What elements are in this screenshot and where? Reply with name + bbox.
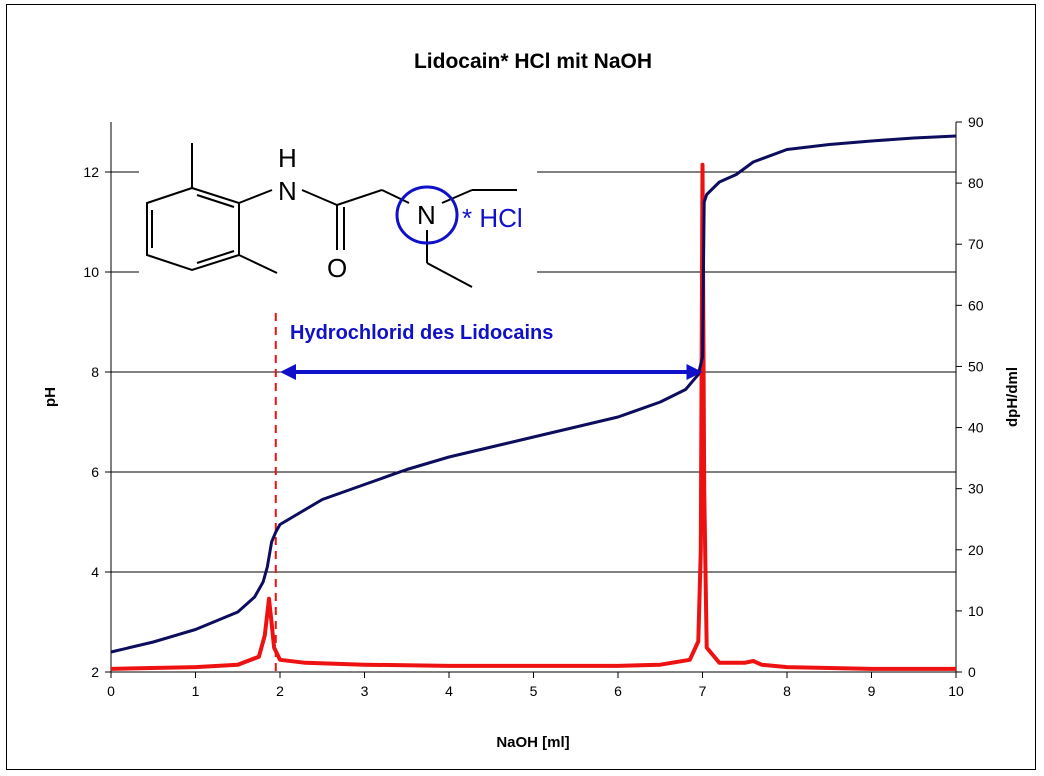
chart-title: Lidocain* HCl mit NaOH xyxy=(414,50,652,73)
x-tick-label-7: 7 xyxy=(699,683,707,699)
nh-n-label: N xyxy=(278,176,297,206)
y-tick-label-12: 12 xyxy=(83,164,99,180)
y2-tick-label-60: 60 xyxy=(968,297,984,313)
arrow-head-right xyxy=(686,364,703,380)
ch2-n-bond xyxy=(381,189,410,204)
arrow-head-left xyxy=(280,364,296,380)
methyl-bottom xyxy=(238,254,278,274)
x-tick-label-6: 6 xyxy=(614,683,622,699)
y2-tick-label-10: 10 xyxy=(968,603,984,619)
y-tick-label-8: 8 xyxy=(91,364,99,380)
ring-inner-bond-3 xyxy=(196,194,235,208)
amine-highlight-circle xyxy=(395,185,459,245)
range-double-arrow xyxy=(280,364,703,380)
x-tick-label-9: 9 xyxy=(868,683,876,699)
ch2-bond xyxy=(336,189,383,206)
y-tick-label-10: 10 xyxy=(83,264,99,280)
y-tick-label-2: 2 xyxy=(91,664,99,680)
y2-tick-label-90: 90 xyxy=(968,114,984,130)
n-carbonyl-bond xyxy=(301,189,338,206)
ring-inner-bond-2 xyxy=(196,250,235,264)
grid-lines-over-structure xyxy=(111,171,956,273)
ph-curve xyxy=(110,134,957,654)
x-axis-title: NaOH [ml] xyxy=(496,734,569,751)
y2-tick-label-50: 50 xyxy=(968,358,984,374)
lidocaine-structure: H N O N * HCl xyxy=(139,139,523,302)
ethyl-2b xyxy=(426,262,473,288)
y2-tick-label-40: 40 xyxy=(968,420,984,436)
axis-ticks xyxy=(105,121,962,678)
star-hcl-label: * HCl xyxy=(462,203,523,233)
x-tick-label-5: 5 xyxy=(530,683,538,699)
y2-tick-label-0: 0 xyxy=(968,664,976,680)
nh-h-label: H xyxy=(278,143,297,173)
amine-n-label: N xyxy=(417,200,436,230)
x-tick-label-3: 3 xyxy=(361,683,369,699)
x-tick-label-4: 4 xyxy=(445,683,453,699)
ethyl-1a xyxy=(441,189,473,204)
x-tick-label-10: 10 xyxy=(948,683,964,699)
y2-tick-label-70: 70 xyxy=(968,236,984,252)
y-tick-label-6: 6 xyxy=(91,464,99,480)
titration-chart: H N O N * HCl 24681012010203040506070809… xyxy=(42,50,1021,751)
x-tick-label-2: 2 xyxy=(276,683,284,699)
structure-background xyxy=(139,139,523,302)
y-axis-left-title: pH xyxy=(42,387,59,407)
y2-tick-label-30: 30 xyxy=(968,481,984,497)
derivative-curve xyxy=(110,162,956,671)
carbonyl-o-label: O xyxy=(327,253,347,283)
ring-n-bond xyxy=(238,189,273,204)
y2-tick-label-20: 20 xyxy=(968,542,984,558)
x-tick-label-8: 8 xyxy=(783,683,791,699)
x-tick-label-0: 0 xyxy=(107,683,115,699)
y-axis-right-title: dpH/dml xyxy=(1004,367,1021,427)
annotation-hydrochlorid: Hydrochlorid des Lidocains xyxy=(290,322,553,344)
x-tick-label-1: 1 xyxy=(192,683,200,699)
y-tick-label-4: 4 xyxy=(91,564,99,580)
y2-tick-label-80: 80 xyxy=(968,175,984,191)
